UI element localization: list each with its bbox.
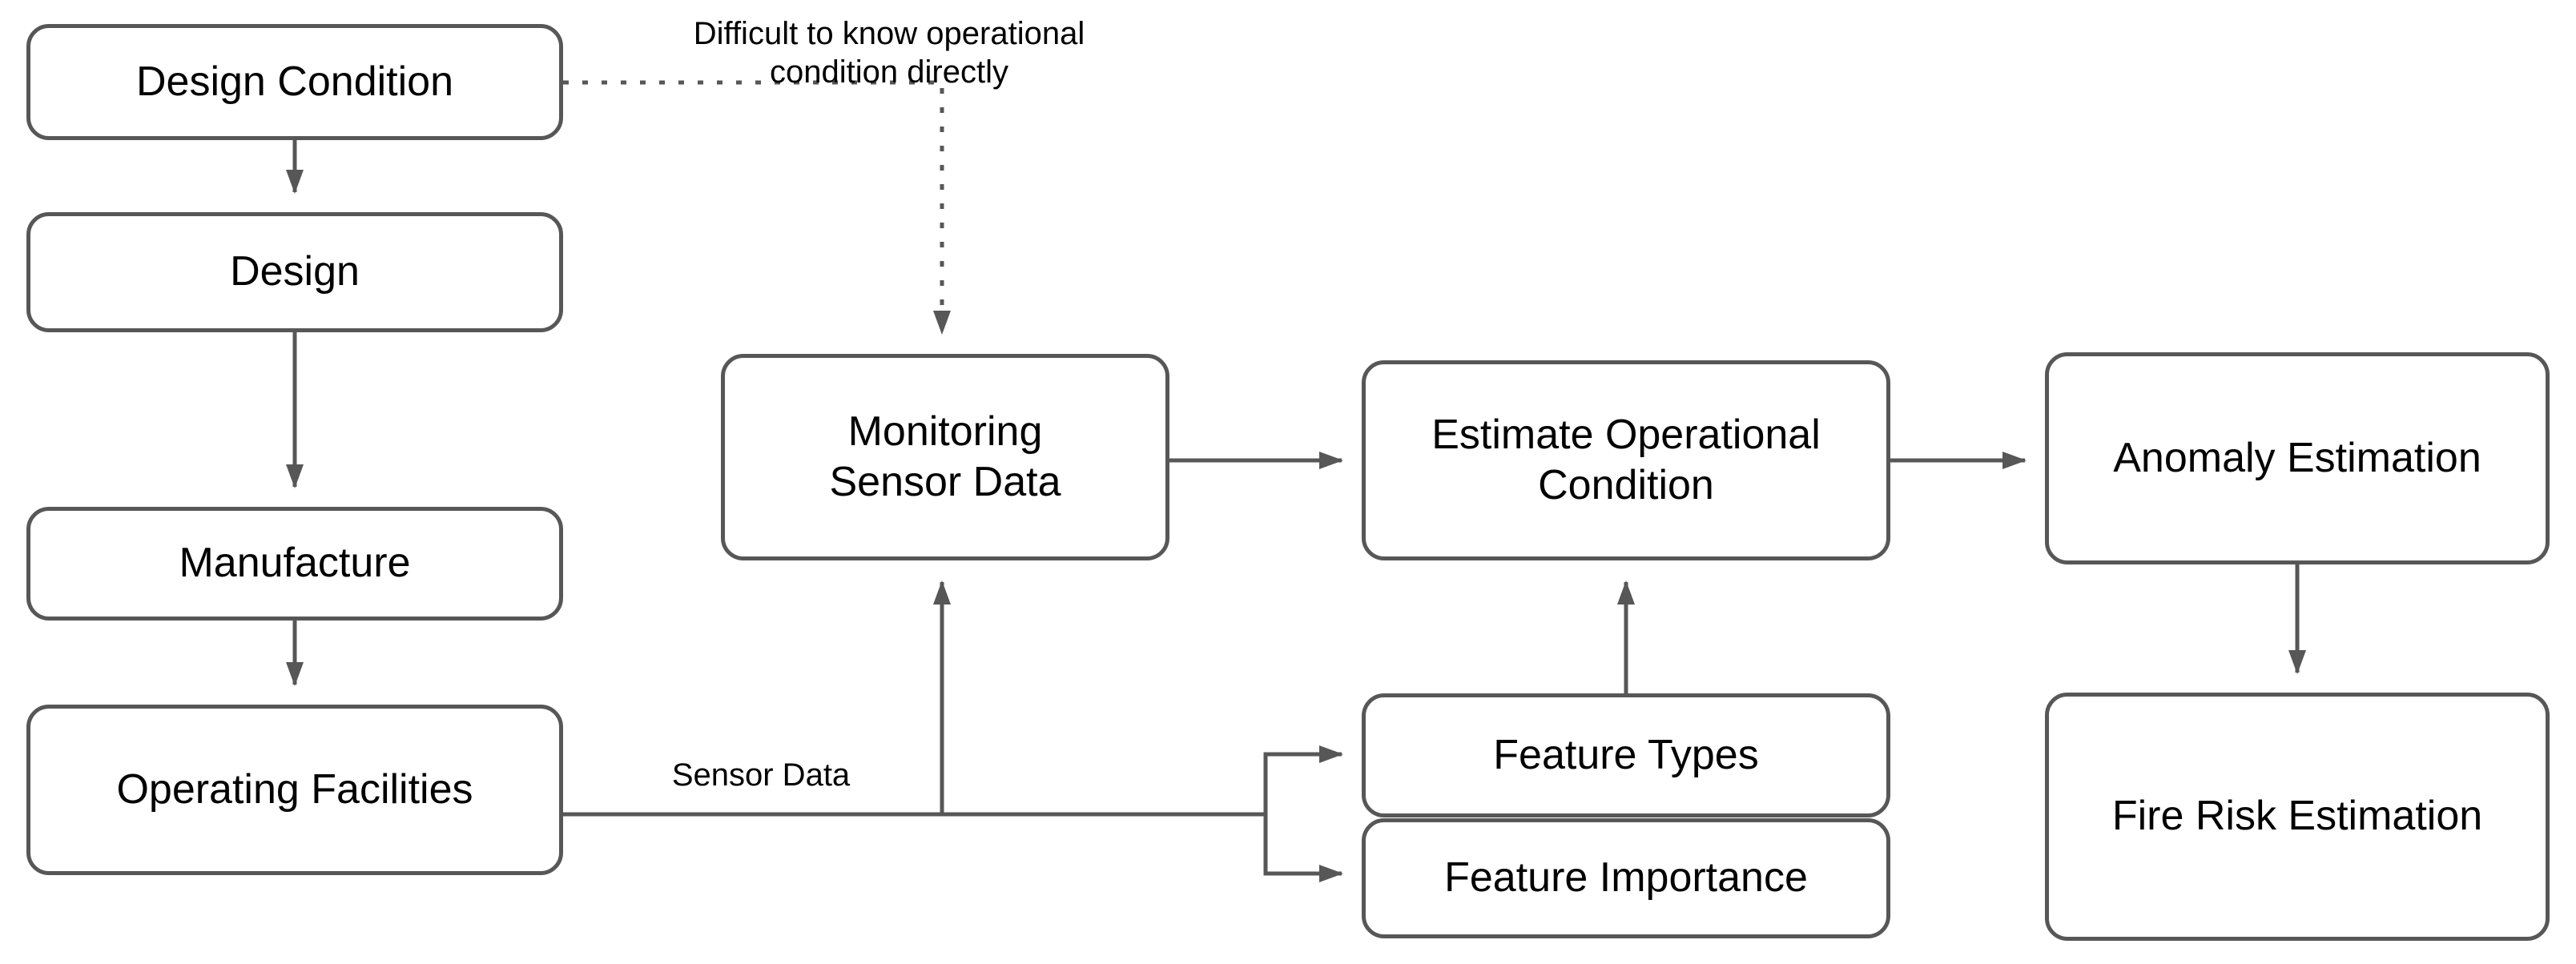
node-manufacture-label: Manufacture — [179, 540, 411, 587]
node-feature-types[interactable]: Feature Types — [1362, 693, 1890, 817]
edge-label-difficult-to-know-operational-condition: Difficult to know operational condition … — [693, 16, 1085, 90]
node-feature-importance-label: Feature Importance — [1444, 854, 1808, 902]
node-monitoring-sensor-data-label: Monitoring Sensor Data — [829, 408, 1061, 505]
node-design[interactable]: Design — [26, 212, 563, 332]
node-fire-risk-estimation-label: Fire Risk Estimation — [2111, 793, 2483, 840]
edge-design-condition-to-monitoring — [563, 80, 951, 335]
node-design-condition[interactable]: Design Condition — [26, 24, 563, 140]
node-anomaly-estimation[interactable]: Anomaly Estimation — [2045, 352, 2550, 564]
node-estimate-operational-condition[interactable]: Estimate Operational Condition — [1362, 360, 1890, 560]
node-fire-risk-estimation[interactable]: Fire Risk Estimation — [2045, 693, 2550, 941]
edge-sensor-to-feature-importance — [1263, 814, 1343, 882]
node-operating-facilities-label: Operating Facilities — [116, 765, 473, 813]
node-anomaly-estimation-label: Anomaly Estimation — [2113, 434, 2481, 481]
node-monitoring-sensor-data[interactable]: Monitoring Sensor Data — [721, 354, 1169, 560]
node-manufacture[interactable]: Manufacture — [26, 507, 563, 621]
node-feature-importance[interactable]: Feature Importance — [1362, 818, 1890, 938]
node-operating-facilities[interactable]: Operating Facilities — [26, 705, 563, 875]
node-feature-types-label: Feature Types — [1493, 731, 1759, 778]
node-design-condition-label: Design Condition — [135, 58, 454, 105]
node-design-label: Design — [230, 248, 360, 295]
edge-label-sensor-data: Sensor Data — [671, 757, 851, 793]
node-estimate-operational-condition-label: Estimate Operational Condition — [1431, 411, 1821, 508]
edge-sensor-to-feature-types — [1263, 745, 1343, 814]
